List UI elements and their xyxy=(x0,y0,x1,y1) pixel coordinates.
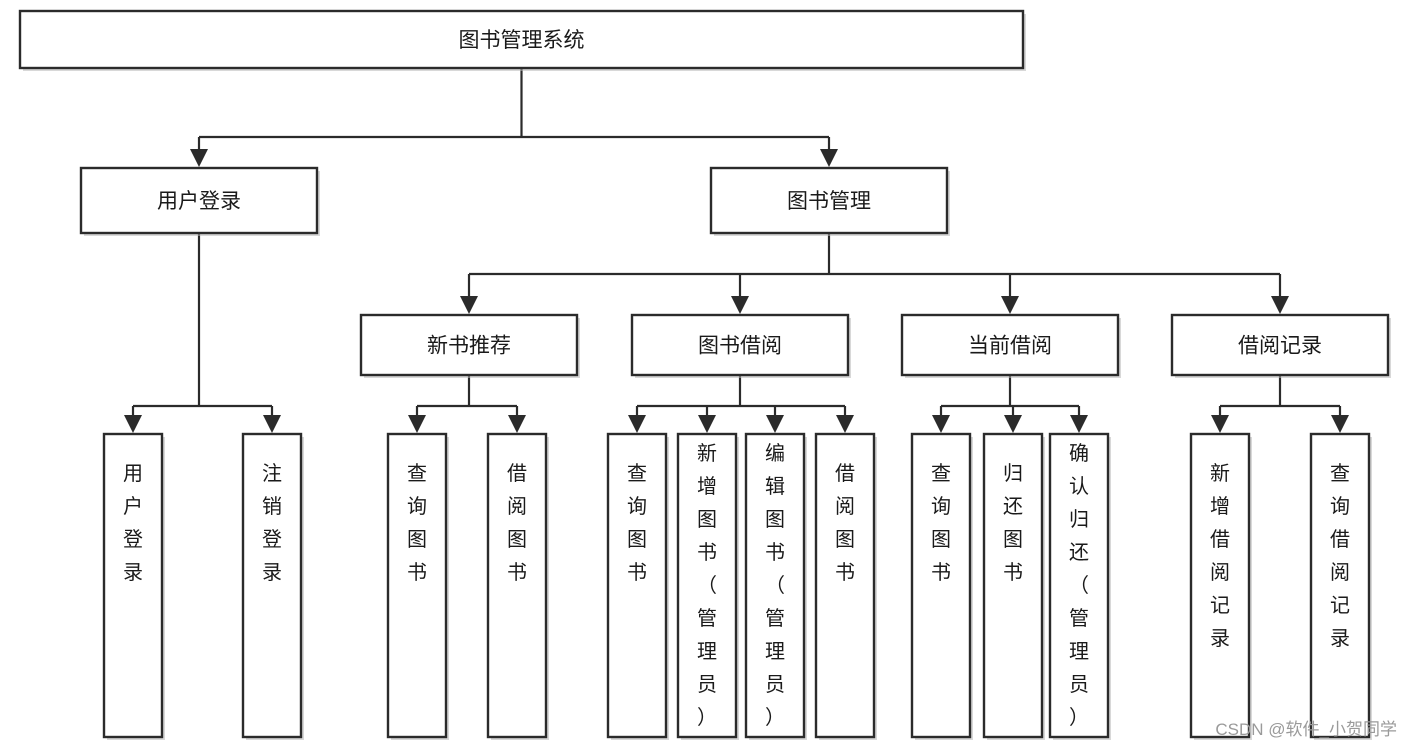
node-label: 确认归还（管理员） xyxy=(1069,442,1089,729)
node-book-borrow[interactable]: 图书借阅 xyxy=(630,313,851,378)
node-leaf-confirm-return-admin[interactable]: 确认归还（管理员） xyxy=(1048,432,1111,740)
arrow-head-icon xyxy=(460,296,478,314)
node-label: 图书借阅 xyxy=(698,335,782,358)
node-leaf-edit-book-admin[interactable]: 编辑图书（管理员） xyxy=(744,432,807,740)
arrow-head-icon xyxy=(190,149,208,167)
node-leaf-query-book-recommend[interactable]: 查询图书 xyxy=(386,432,449,740)
node-leaf-query-book-current[interactable]: 查询图书 xyxy=(910,432,973,740)
node-layer: 图书管理系统用户登录图书管理新书推荐图书借阅当前借阅借阅记录用户登录注销登录查询… xyxy=(18,9,1391,740)
node-label: 新增图书（管理员） xyxy=(697,442,717,729)
node-current-borrow[interactable]: 当前借阅 xyxy=(900,313,1121,378)
node-label: 借阅图书 xyxy=(507,462,527,584)
node-rect[interactable] xyxy=(359,313,579,377)
arrow-head-icon xyxy=(1001,296,1019,314)
csdn-watermark: CSDN @软件_小贺同学 xyxy=(1215,720,1397,739)
node-user-login[interactable]: 用户登录 xyxy=(79,166,320,236)
node-leaf-user-login[interactable]: 用户登录 xyxy=(102,432,165,740)
node-label: 用户登录 xyxy=(123,463,143,584)
node-label: 用户登录 xyxy=(157,190,241,213)
node-rect[interactable] xyxy=(18,9,1025,70)
node-leaf-return-book[interactable]: 归还图书 xyxy=(982,432,1045,740)
node-book-management[interactable]: 图书管理 xyxy=(709,166,950,236)
node-rect[interactable] xyxy=(241,432,303,739)
node-rect[interactable] xyxy=(1189,432,1251,739)
node-label: 查询借阅记录 xyxy=(1330,462,1350,650)
node-label: 注销登录 xyxy=(262,462,282,584)
node-rect[interactable] xyxy=(486,432,548,739)
node-leaf-query-book-borrow[interactable]: 查询图书 xyxy=(606,432,669,740)
arrow-head-icon xyxy=(508,415,526,433)
node-label: 借阅记录 xyxy=(1238,335,1322,358)
node-label: 借阅图书 xyxy=(835,462,855,584)
arrow-head-icon xyxy=(1070,415,1088,433)
node-leaf-logout-login[interactable]: 注销登录 xyxy=(241,432,304,740)
arrow-head-icon xyxy=(263,415,281,433)
node-label: 归还图书 xyxy=(1003,462,1023,584)
arrow-head-icon xyxy=(731,296,749,314)
node-label: 编辑图书（管理员） xyxy=(765,442,785,729)
node-rect[interactable] xyxy=(982,432,1044,739)
node-rect[interactable] xyxy=(676,432,738,739)
node-leaf-query-borrow-record[interactable]: 查询借阅记录 xyxy=(1309,432,1372,740)
node-rect[interactable] xyxy=(386,432,448,739)
arrow-head-icon xyxy=(836,415,854,433)
node-new-book-recommend[interactable]: 新书推荐 xyxy=(359,313,580,378)
arrow-head-icon xyxy=(628,415,646,433)
arrow-head-icon xyxy=(124,415,142,433)
arrow-head-icon xyxy=(1211,415,1229,433)
node-label: 查询图书 xyxy=(931,462,951,584)
node-rect[interactable] xyxy=(102,432,164,739)
arrow-head-icon xyxy=(1271,296,1289,314)
node-label: 当前借阅 xyxy=(968,335,1052,358)
node-label: 新增借阅记录 xyxy=(1210,462,1230,650)
arrow-head-icon xyxy=(1004,415,1022,433)
node-rect[interactable] xyxy=(814,432,876,739)
node-label: 图书管理系统 xyxy=(459,29,585,52)
node-label: 新书推荐 xyxy=(427,335,511,358)
node-leaf-add-borrow-record[interactable]: 新增借阅记录 xyxy=(1189,432,1252,740)
node-rect[interactable] xyxy=(1170,313,1390,377)
arrow-head-icon xyxy=(408,415,426,433)
arrow-head-icon xyxy=(766,415,784,433)
node-label: 查询图书 xyxy=(407,462,427,584)
node-rect[interactable] xyxy=(630,313,850,377)
node-rect[interactable] xyxy=(1048,432,1110,739)
node-root[interactable]: 图书管理系统 xyxy=(18,9,1026,71)
node-leaf-add-book-admin[interactable]: 新增图书（管理员） xyxy=(676,432,739,740)
node-rect[interactable] xyxy=(606,432,668,739)
node-rect[interactable] xyxy=(900,313,1120,377)
node-label: 图书管理 xyxy=(787,190,871,213)
node-label: 查询图书 xyxy=(627,462,647,584)
connector-layer xyxy=(124,68,1349,433)
arrow-head-icon xyxy=(698,415,716,433)
node-rect[interactable] xyxy=(1309,432,1371,739)
arrow-head-icon xyxy=(932,415,950,433)
node-rect[interactable] xyxy=(79,166,319,235)
node-rect[interactable] xyxy=(709,166,949,235)
arrow-head-icon xyxy=(1331,415,1349,433)
node-leaf-borrow-book-recommend[interactable]: 借阅图书 xyxy=(486,432,549,740)
arrow-head-icon xyxy=(820,149,838,167)
node-leaf-borrow-book[interactable]: 借阅图书 xyxy=(814,432,877,740)
node-rect[interactable] xyxy=(744,432,806,739)
node-borrow-records[interactable]: 借阅记录 xyxy=(1170,313,1391,378)
node-rect[interactable] xyxy=(910,432,972,739)
